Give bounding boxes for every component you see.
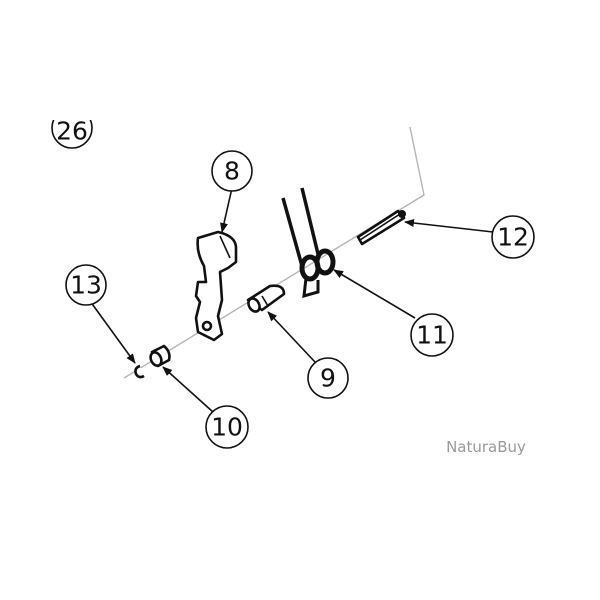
part-11-spring (281, 187, 336, 299)
leader-12 (404, 219, 494, 233)
part-9-pin (246, 284, 286, 313)
lever-edge (219, 235, 231, 259)
callout-13: 13 (65, 264, 107, 306)
part-8-lever (194, 230, 238, 342)
leader-13 (89, 300, 136, 364)
part-13-clip (134, 364, 145, 379)
svg-text:13: 13 (70, 271, 102, 300)
leader-11 (333, 269, 416, 319)
svg-text:12: 12 (497, 223, 529, 252)
svg-text:8: 8 (224, 157, 240, 186)
watermark: NaturaBuy (446, 438, 526, 456)
svg-text:9: 9 (320, 364, 336, 393)
svg-text:10: 10 (211, 413, 243, 442)
crop-mask (40, 100, 110, 120)
callout-8: 8 (211, 150, 253, 192)
svg-text:11: 11 (416, 321, 448, 350)
leader-8 (220, 187, 233, 233)
svg-text:26: 26 (56, 117, 88, 146)
callout-11: 11 (410, 313, 454, 357)
part-10-bushing (149, 344, 171, 368)
callout-12: 12 (491, 215, 535, 259)
callout-10: 10 (205, 405, 249, 449)
lever-hole (201, 320, 213, 332)
leader-10 (162, 366, 214, 413)
leader-9 (267, 311, 316, 363)
part-12-pin (356, 209, 406, 246)
callout-9: 9 (307, 357, 349, 399)
assembly-axis (123, 126, 425, 379)
